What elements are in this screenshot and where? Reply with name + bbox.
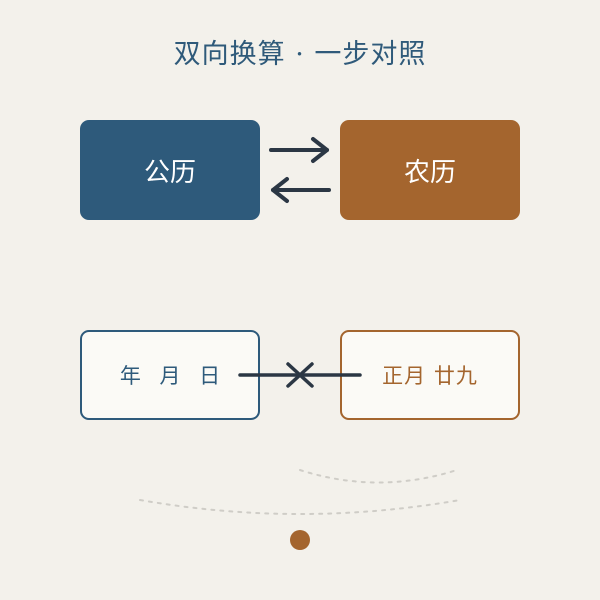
arrow-left-icon (271, 177, 331, 203)
lunar-calendar-label: 农历 (403, 157, 456, 188)
marker-dot (290, 530, 310, 550)
dotted-arc-upper (299, 469, 458, 484)
solar-calendar-box: 公历 (80, 120, 260, 220)
lunar-date-text: 正月 廿九 (382, 364, 478, 388)
page-title: 双向换算 · 一步对照 (173, 39, 427, 70)
lunar-date-box: 正月 廿九 (340, 330, 520, 420)
solar-calendar-label: 公历 (143, 157, 196, 188)
solar-date-text: 年 月 日 (119, 364, 227, 388)
solar-date-box: 年 月 日 (80, 330, 260, 420)
lunar-calendar-box: 农历 (340, 120, 520, 220)
arrow-right-icon (269, 137, 329, 163)
dotted-arc-lower (139, 499, 461, 515)
